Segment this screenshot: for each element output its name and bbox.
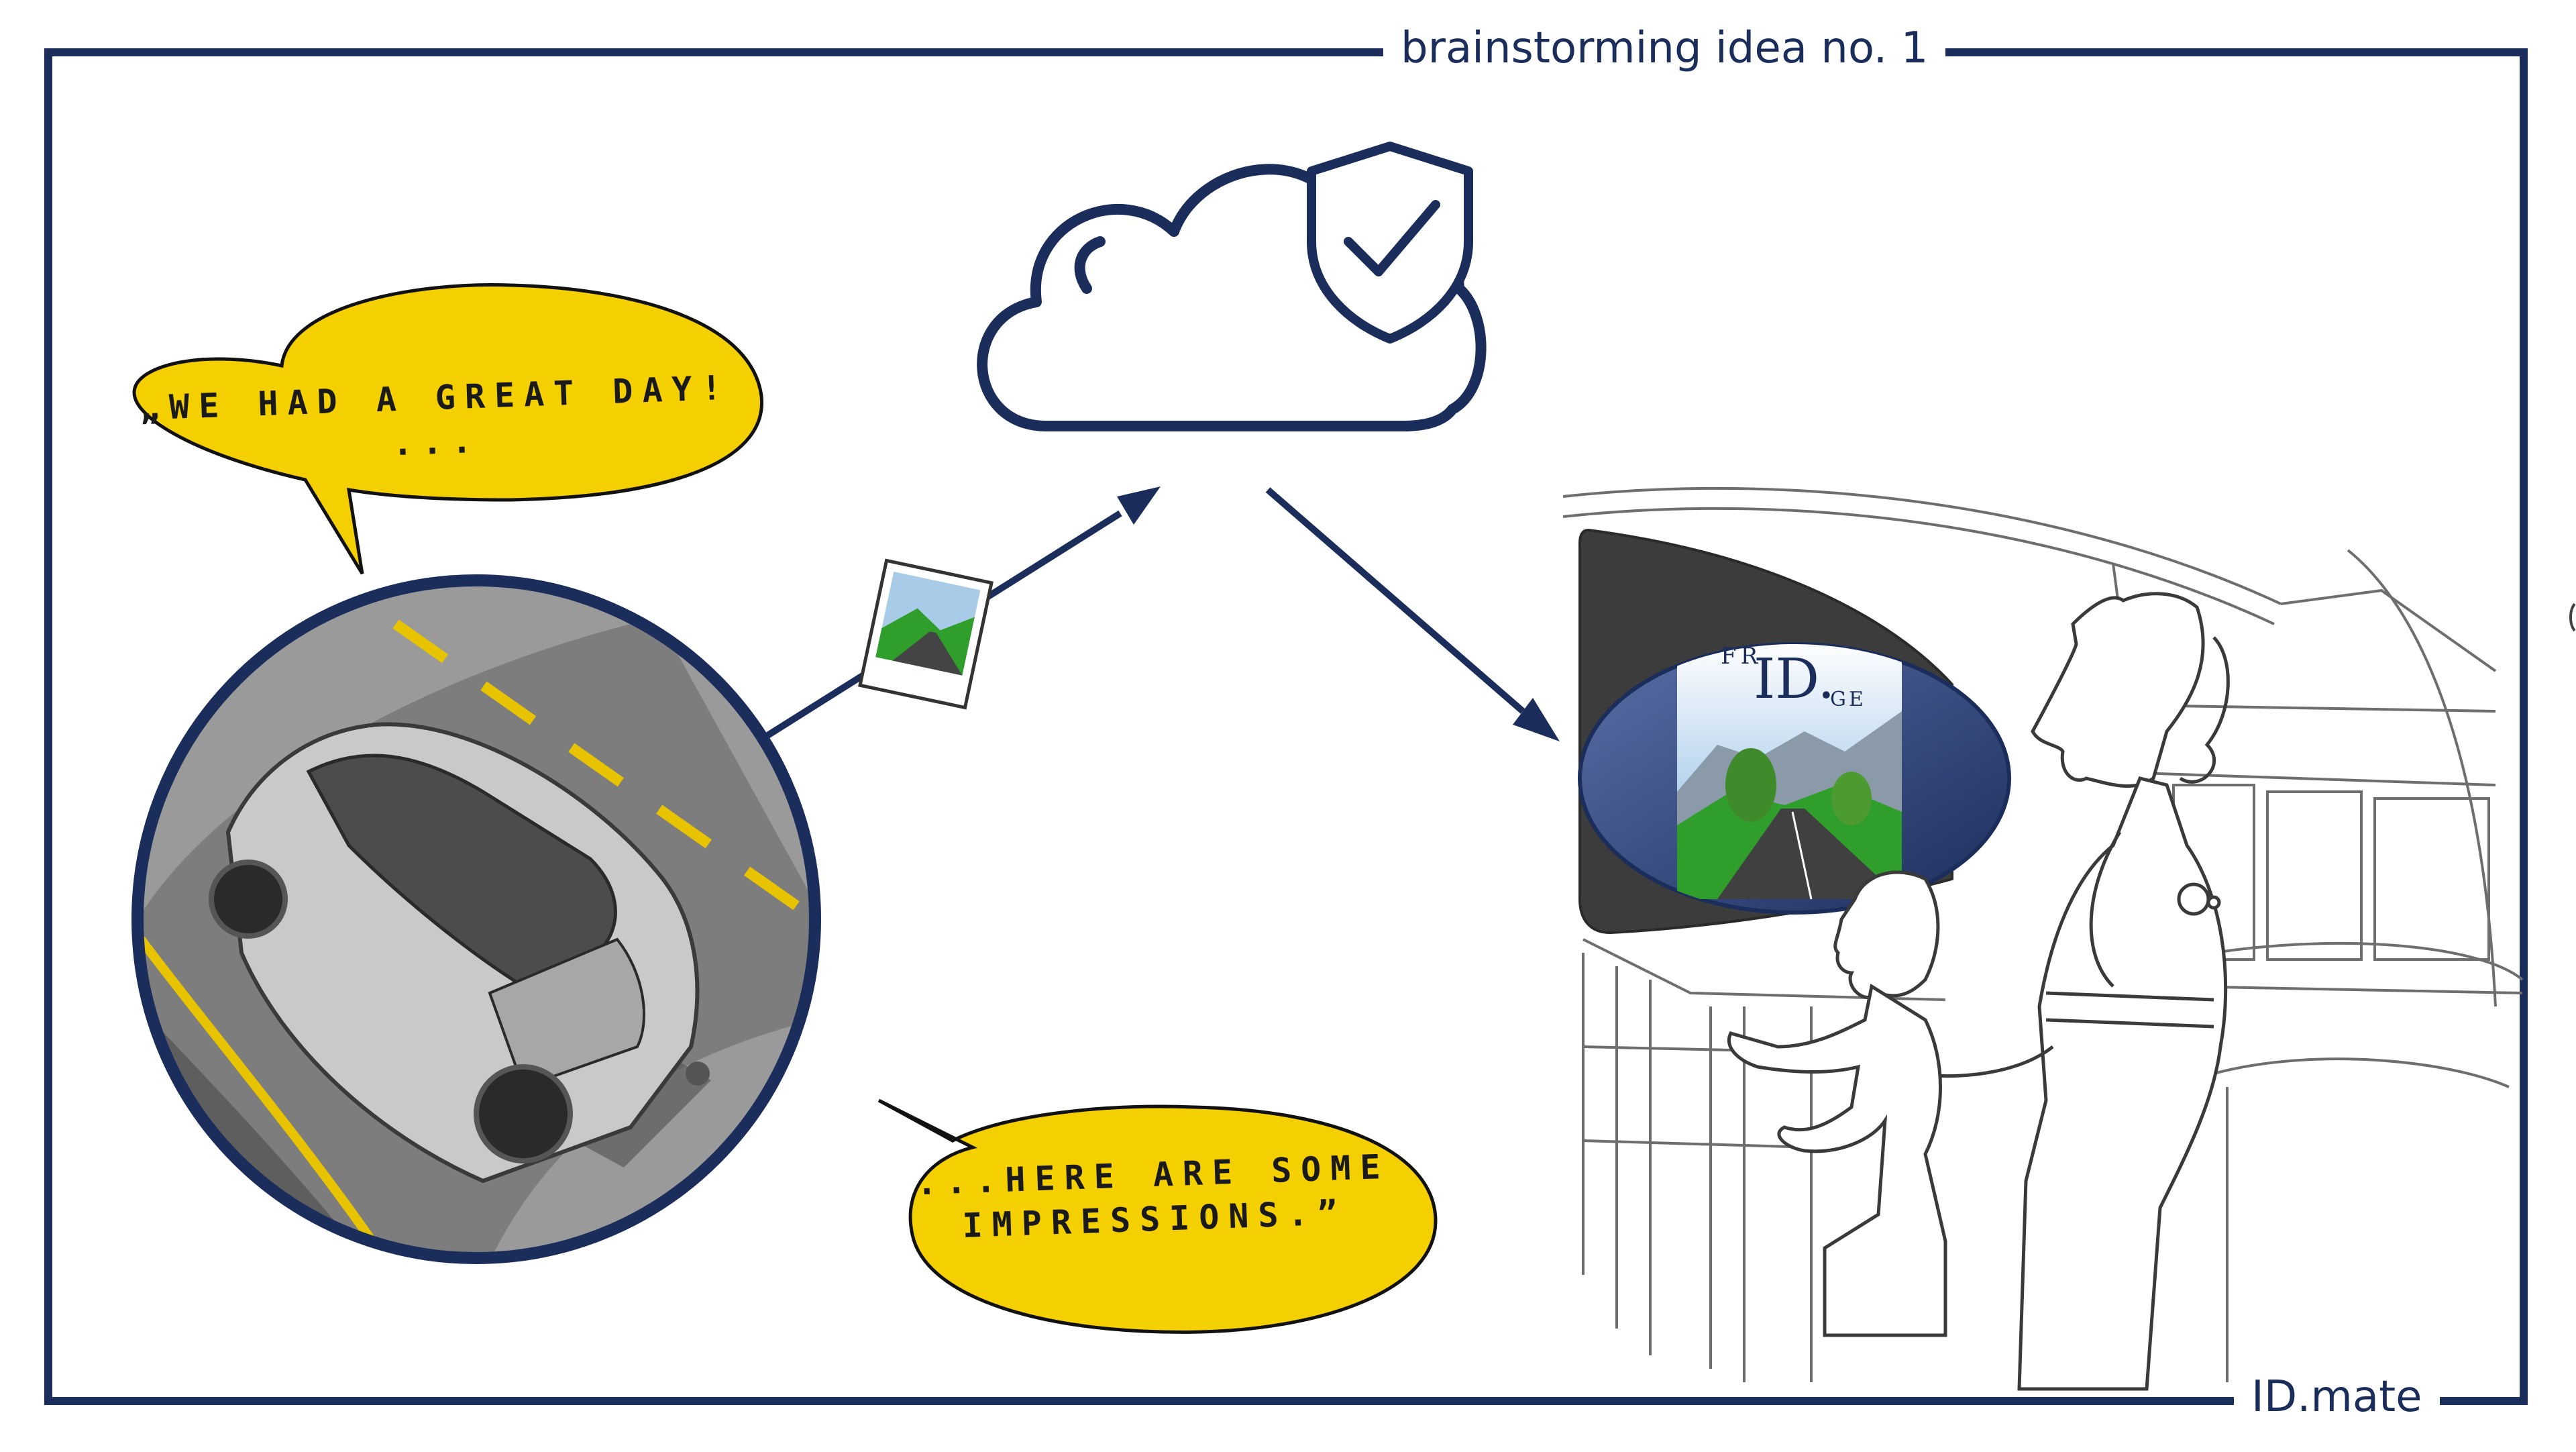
brand-label: ID.mate bbox=[2234, 1370, 2440, 1424]
edge-scribble bbox=[2569, 603, 2576, 632]
speech-bubble-top bbox=[132, 283, 764, 575]
wall-display bbox=[1578, 528, 2011, 935]
woman-figure bbox=[1911, 592, 2230, 1391]
shield-check-icon bbox=[1307, 142, 1473, 344]
download-arrow bbox=[1265, 487, 1560, 741]
screen-prefix: FR bbox=[1721, 643, 1762, 670]
speech-bubble-bottom bbox=[877, 1098, 1438, 1334]
cloud-icon bbox=[977, 164, 1487, 431]
storyboard-frame bbox=[44, 48, 2528, 1405]
screen-logo: ID. bbox=[1754, 647, 1835, 711]
child-figure bbox=[1727, 870, 1947, 1337]
frame-title: brainstorming idea no. 1 bbox=[1383, 21, 1946, 75]
photo-thumbnail-icon bbox=[858, 558, 994, 710]
screen-suffix: GE bbox=[1830, 688, 1866, 711]
car-illustration bbox=[131, 574, 821, 1264]
